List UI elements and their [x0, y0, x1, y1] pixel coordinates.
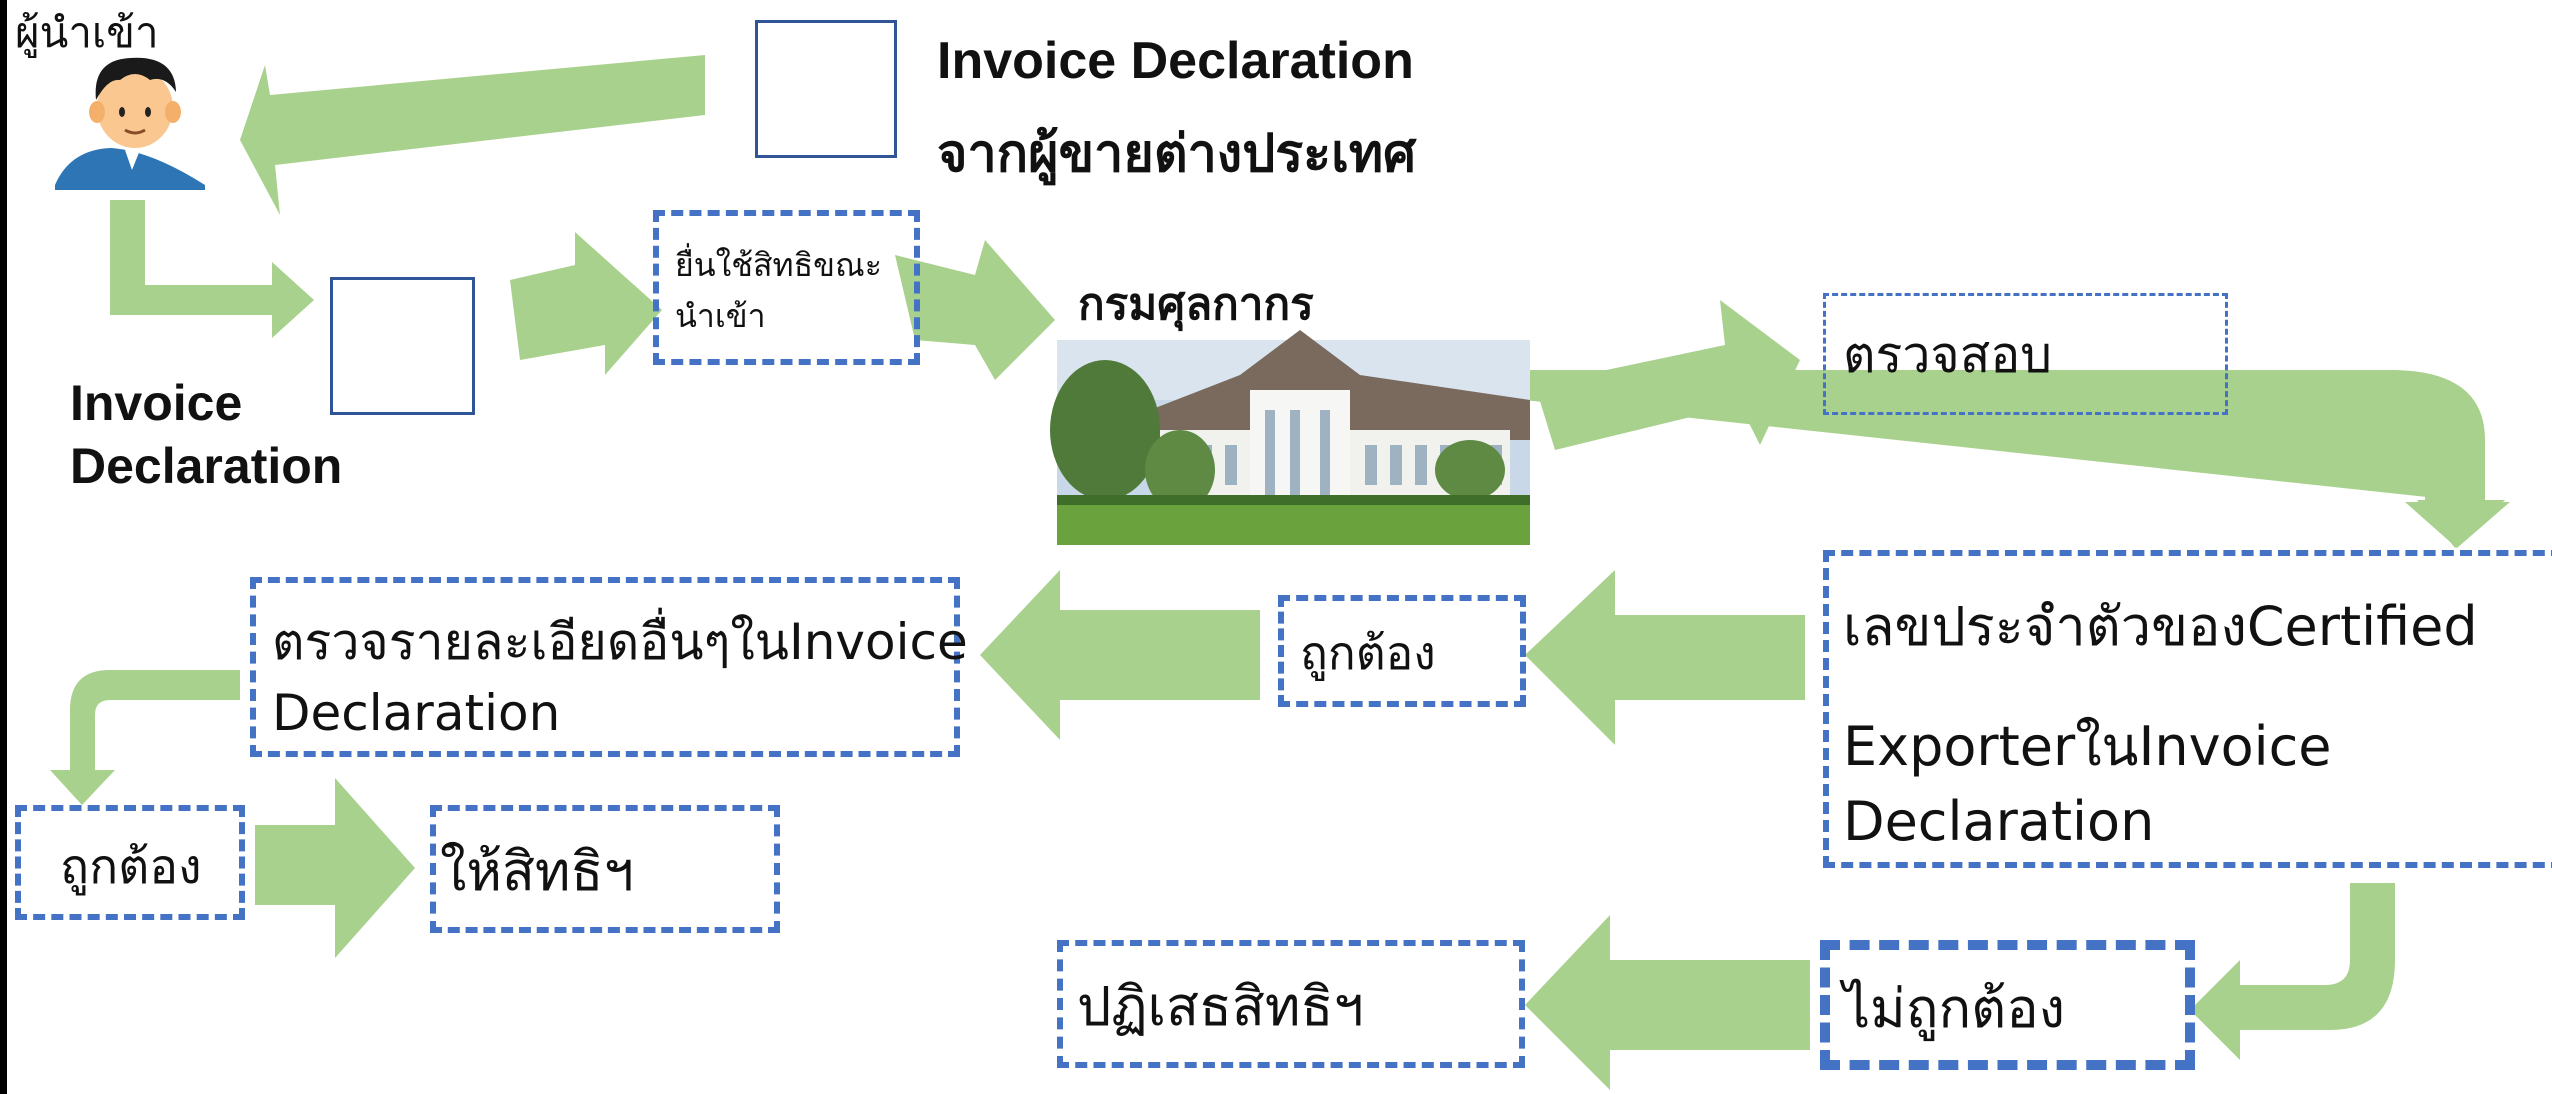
arrow-to-claim-box	[510, 232, 662, 375]
arrow-certified-to-correct	[1525, 570, 1805, 745]
arrow-importer-down-right	[110, 200, 314, 338]
arrow-correct2-to-grant	[255, 778, 415, 958]
claim-at-import-box	[653, 210, 920, 365]
incorrect-box	[1820, 940, 2195, 1070]
correct-box-1	[1278, 595, 1526, 707]
correct-text-2: ถูกต้อง	[60, 839, 202, 895]
certified-line-2: ExporterในInvoice	[1843, 715, 2332, 778]
correct-text-1: ถูกต้อง	[1300, 626, 1436, 680]
incorrect-text: ไม่ถูกต้อง	[1843, 977, 2066, 1040]
other-details-line-1: ตรวจรายละเอียดอื่นๆในInvoice	[272, 613, 968, 671]
other-details-box	[250, 577, 960, 757]
customs-title: กรมศุลกากร	[1078, 279, 1314, 330]
grant-text: ให้สิทธิฯ	[440, 840, 634, 903]
customs-building-photo	[1050, 330, 1530, 545]
certified-exporter-box	[1823, 550, 2552, 868]
arrow-details-to-correct2	[50, 670, 240, 805]
check-text: ตรวจสอบ	[1843, 326, 2052, 384]
invoice-declaration-box	[330, 277, 475, 415]
check-box	[1823, 293, 2228, 415]
arrow-seller-to-importer	[240, 55, 705, 215]
person-icon	[55, 57, 205, 190]
grant-box	[430, 805, 780, 933]
certified-line-3: Declaration	[1843, 790, 2155, 853]
arrow-correct-to-details	[980, 570, 1260, 740]
invoice-from-seller-title: Invoice Declaration	[937, 32, 1414, 90]
other-details-line-2: Declaration	[272, 684, 561, 742]
correct-box-2	[15, 805, 245, 920]
invoice-document-box	[755, 20, 897, 158]
invoice-declaration-label: Invoice Declaration	[70, 375, 343, 494]
invoice-from-seller-subtitle: จากผู้ขายต่างประเทศ	[937, 124, 1417, 184]
reject-text: ปฏิเสธสิทธิฯ	[1077, 975, 1364, 1038]
importer-label: ผู้นำเข้า	[15, 8, 159, 57]
arrow-incorrect-to-reject	[1525, 915, 1810, 1090]
certified-line-1: เลขประจำตัวของCertified	[1843, 595, 2478, 658]
arrow-certified-to-incorrect	[2190, 883, 2395, 1060]
reject-box	[1057, 940, 1525, 1068]
left-edge-bar	[0, 0, 7, 1094]
arrow-to-customs	[895, 240, 1055, 380]
claim-at-import-text: ยื่นใช้สิทธิขณะ นำเข้า	[675, 246, 882, 336]
